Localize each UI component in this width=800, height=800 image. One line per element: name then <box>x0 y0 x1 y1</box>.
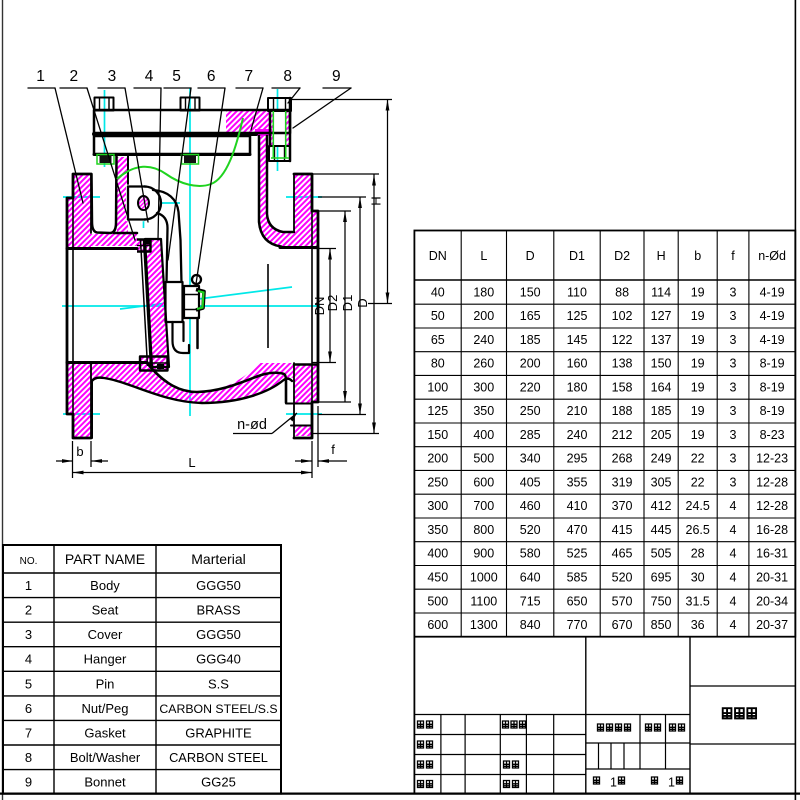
svg-text:6: 6 <box>207 68 216 85</box>
svg-text:D1: D1 <box>340 295 355 312</box>
svg-text:2: 2 <box>69 68 78 85</box>
svg-text:L: L <box>188 455 195 470</box>
svg-text:9: 9 <box>332 68 341 85</box>
svg-text:4: 4 <box>145 68 154 85</box>
svg-text:DN: DN <box>312 297 327 316</box>
svg-text:H: H <box>369 196 384 205</box>
svg-text:D2: D2 <box>325 295 340 312</box>
svg-text:3: 3 <box>108 68 117 85</box>
svg-text:1: 1 <box>668 776 675 790</box>
svg-text:7: 7 <box>244 68 253 85</box>
svg-text:8: 8 <box>283 68 292 85</box>
svg-text:1: 1 <box>610 776 617 790</box>
svg-text:n-ød: n-ød <box>237 417 267 433</box>
svg-text:1: 1 <box>36 68 45 85</box>
svg-text:D: D <box>355 298 370 307</box>
svg-text:f: f <box>331 442 335 457</box>
svg-text:5: 5 <box>172 68 181 85</box>
svg-text:b: b <box>76 444 83 459</box>
